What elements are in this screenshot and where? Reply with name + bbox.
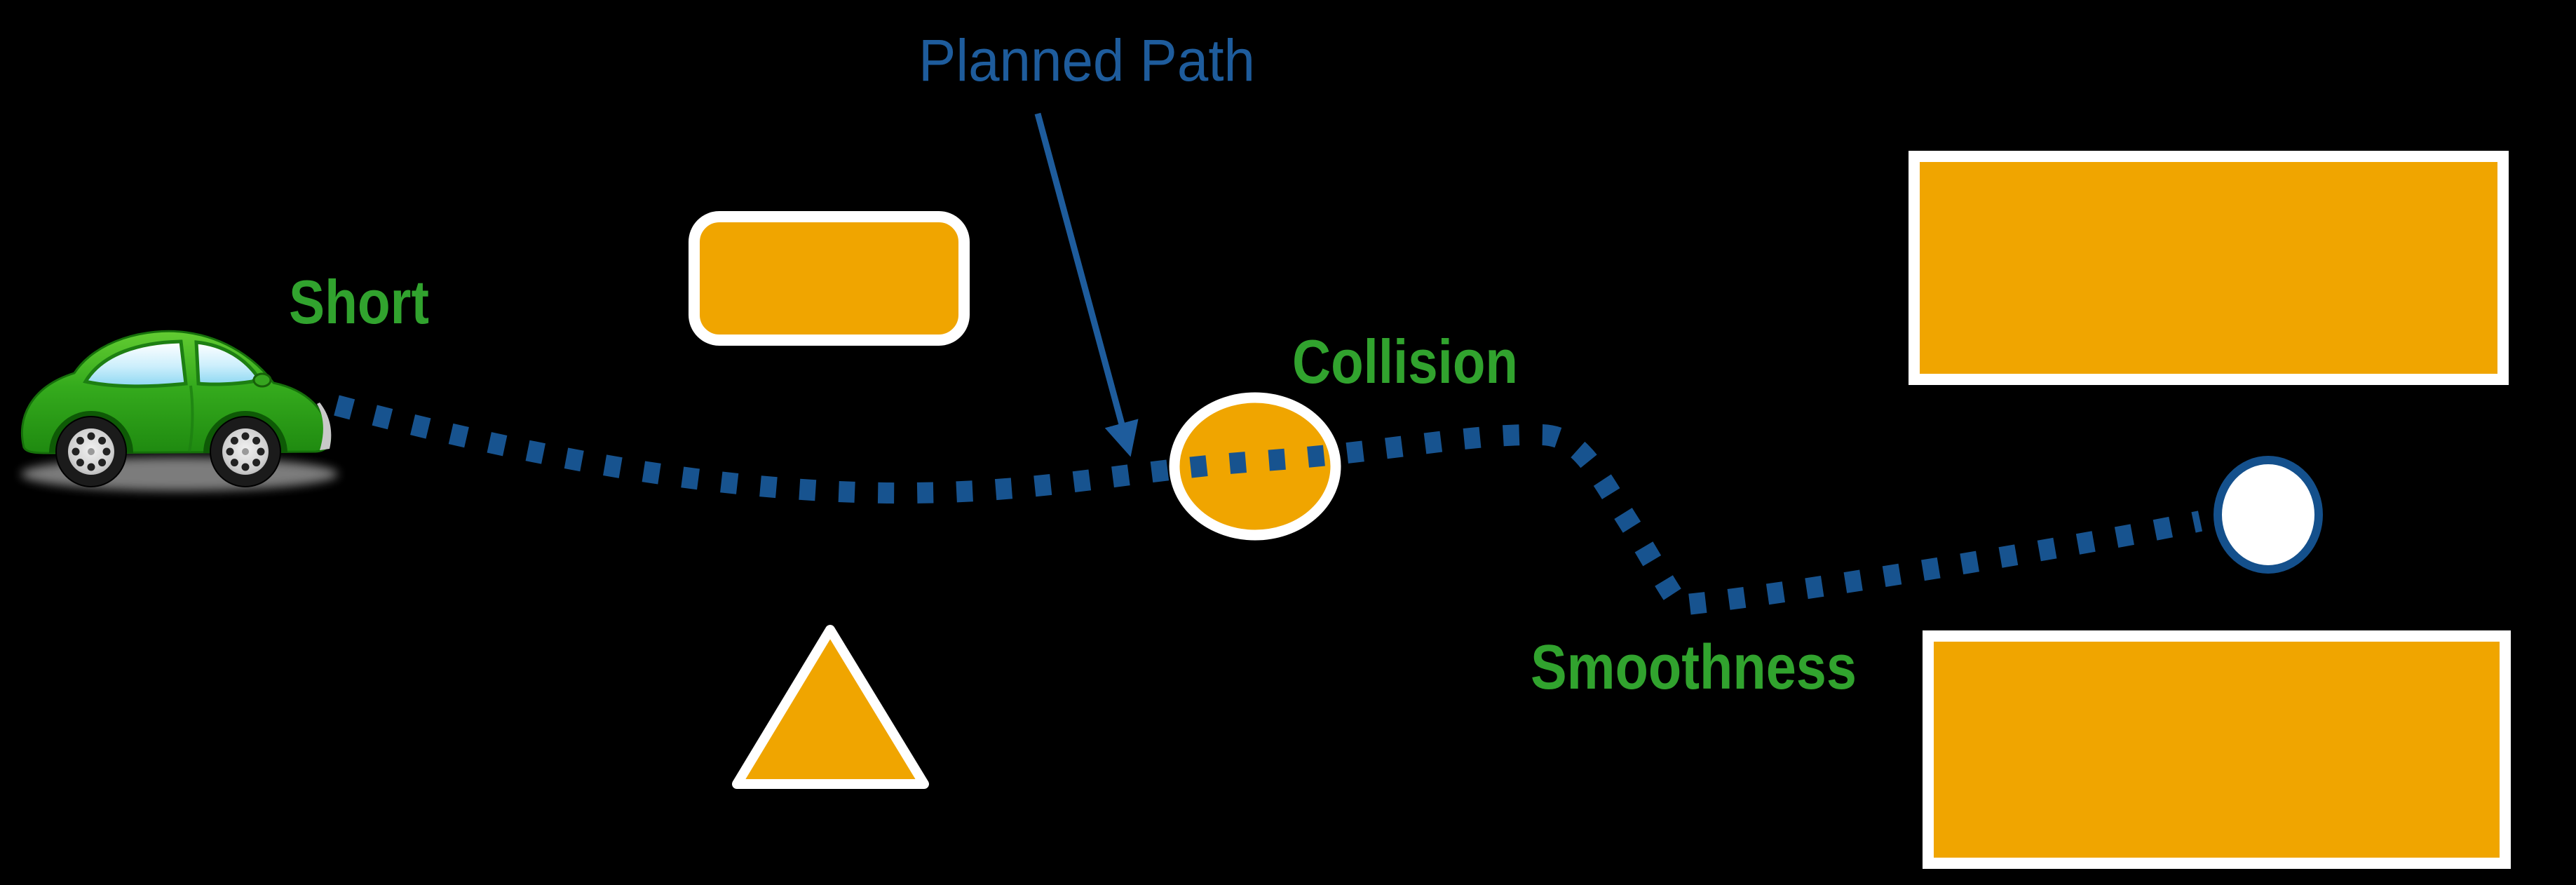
collision-ellipse <box>1169 392 1341 541</box>
car-rear-window <box>83 339 188 389</box>
car-front-wheel <box>210 416 281 487</box>
short-label: Short <box>289 267 429 337</box>
planned-path-label: Planned Path <box>918 27 1255 93</box>
goal-circle <box>2214 456 2323 574</box>
car-front-bumper <box>317 403 332 450</box>
car-mirror <box>252 372 272 388</box>
planned-path-dotted-line <box>334 395 2203 616</box>
obstacle-rounded-rect <box>689 211 970 346</box>
obstacle-rect-bottom-right <box>1923 630 2511 869</box>
car-rear-wheel <box>55 416 127 487</box>
smoothness-label: Smoothness <box>1531 633 1857 703</box>
planned-path-arrow <box>1034 112 1139 457</box>
car-door-line <box>188 385 194 452</box>
collision-label: Collision <box>1292 327 1518 396</box>
obstacle-triangle <box>732 625 929 789</box>
green-car-icon <box>20 330 338 491</box>
obstacle-rect-top-right <box>1909 151 2509 385</box>
